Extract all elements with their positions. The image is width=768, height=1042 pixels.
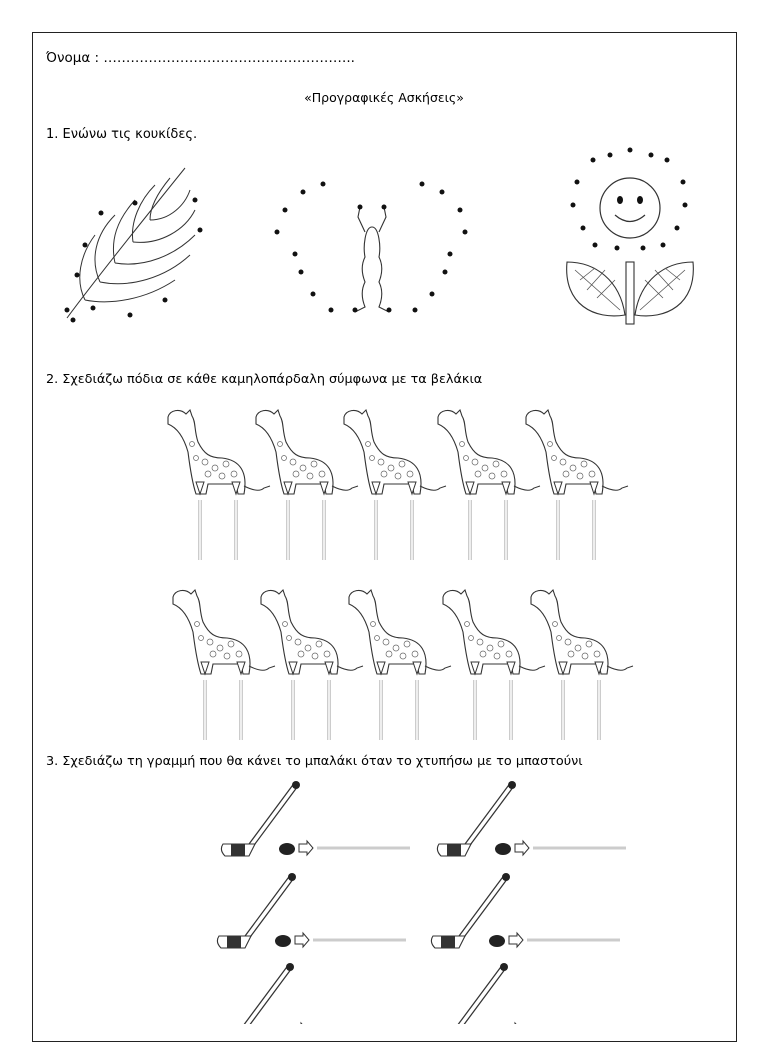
hockey-stick-icon xyxy=(221,781,410,856)
giraffe-icon xyxy=(166,408,272,562)
hockey-stick-icon xyxy=(431,873,620,948)
exercise-1-label: 1. Ενώνω τις κουκίδες. xyxy=(46,127,198,142)
hockey-stick-icon xyxy=(437,781,626,856)
worksheet-title: «Προγραφικές Ασκήσεις» xyxy=(304,90,464,105)
leaf-dot-to-dot-icon xyxy=(64,167,203,323)
giraffe-icon xyxy=(524,408,630,562)
giraffe-row-1 xyxy=(166,408,630,562)
giraffe-icon xyxy=(254,408,360,562)
butterfly-dot-to-dot-icon xyxy=(274,181,468,313)
hockey-stick-icon xyxy=(429,963,618,1024)
exercise-2-label: 2. Σχεδιάζω πόδια σε κάθε καμηλοπάρδαλη … xyxy=(46,372,483,387)
hockey-stick-icon xyxy=(215,963,404,1024)
exercise-3-label: 3. Σχεδιάζω τη γραμμή που θα κάνει το μπ… xyxy=(46,754,583,769)
name-field-label: Όνομα : ……………………………………………….. xyxy=(46,50,355,66)
giraffe-row-2 xyxy=(171,588,635,742)
giraffe-icon xyxy=(342,408,448,562)
giraffe-icon xyxy=(436,408,542,562)
hockey-stick-icon xyxy=(217,873,406,948)
giraffe-icon xyxy=(529,588,635,742)
giraffe-icon xyxy=(259,588,365,742)
giraffe-icon xyxy=(347,588,453,742)
hockey-exercise xyxy=(215,778,635,1024)
giraffe-icon xyxy=(171,588,277,742)
giraffe-icon xyxy=(441,588,547,742)
sunflower-dot-to-dot-icon xyxy=(566,147,694,325)
